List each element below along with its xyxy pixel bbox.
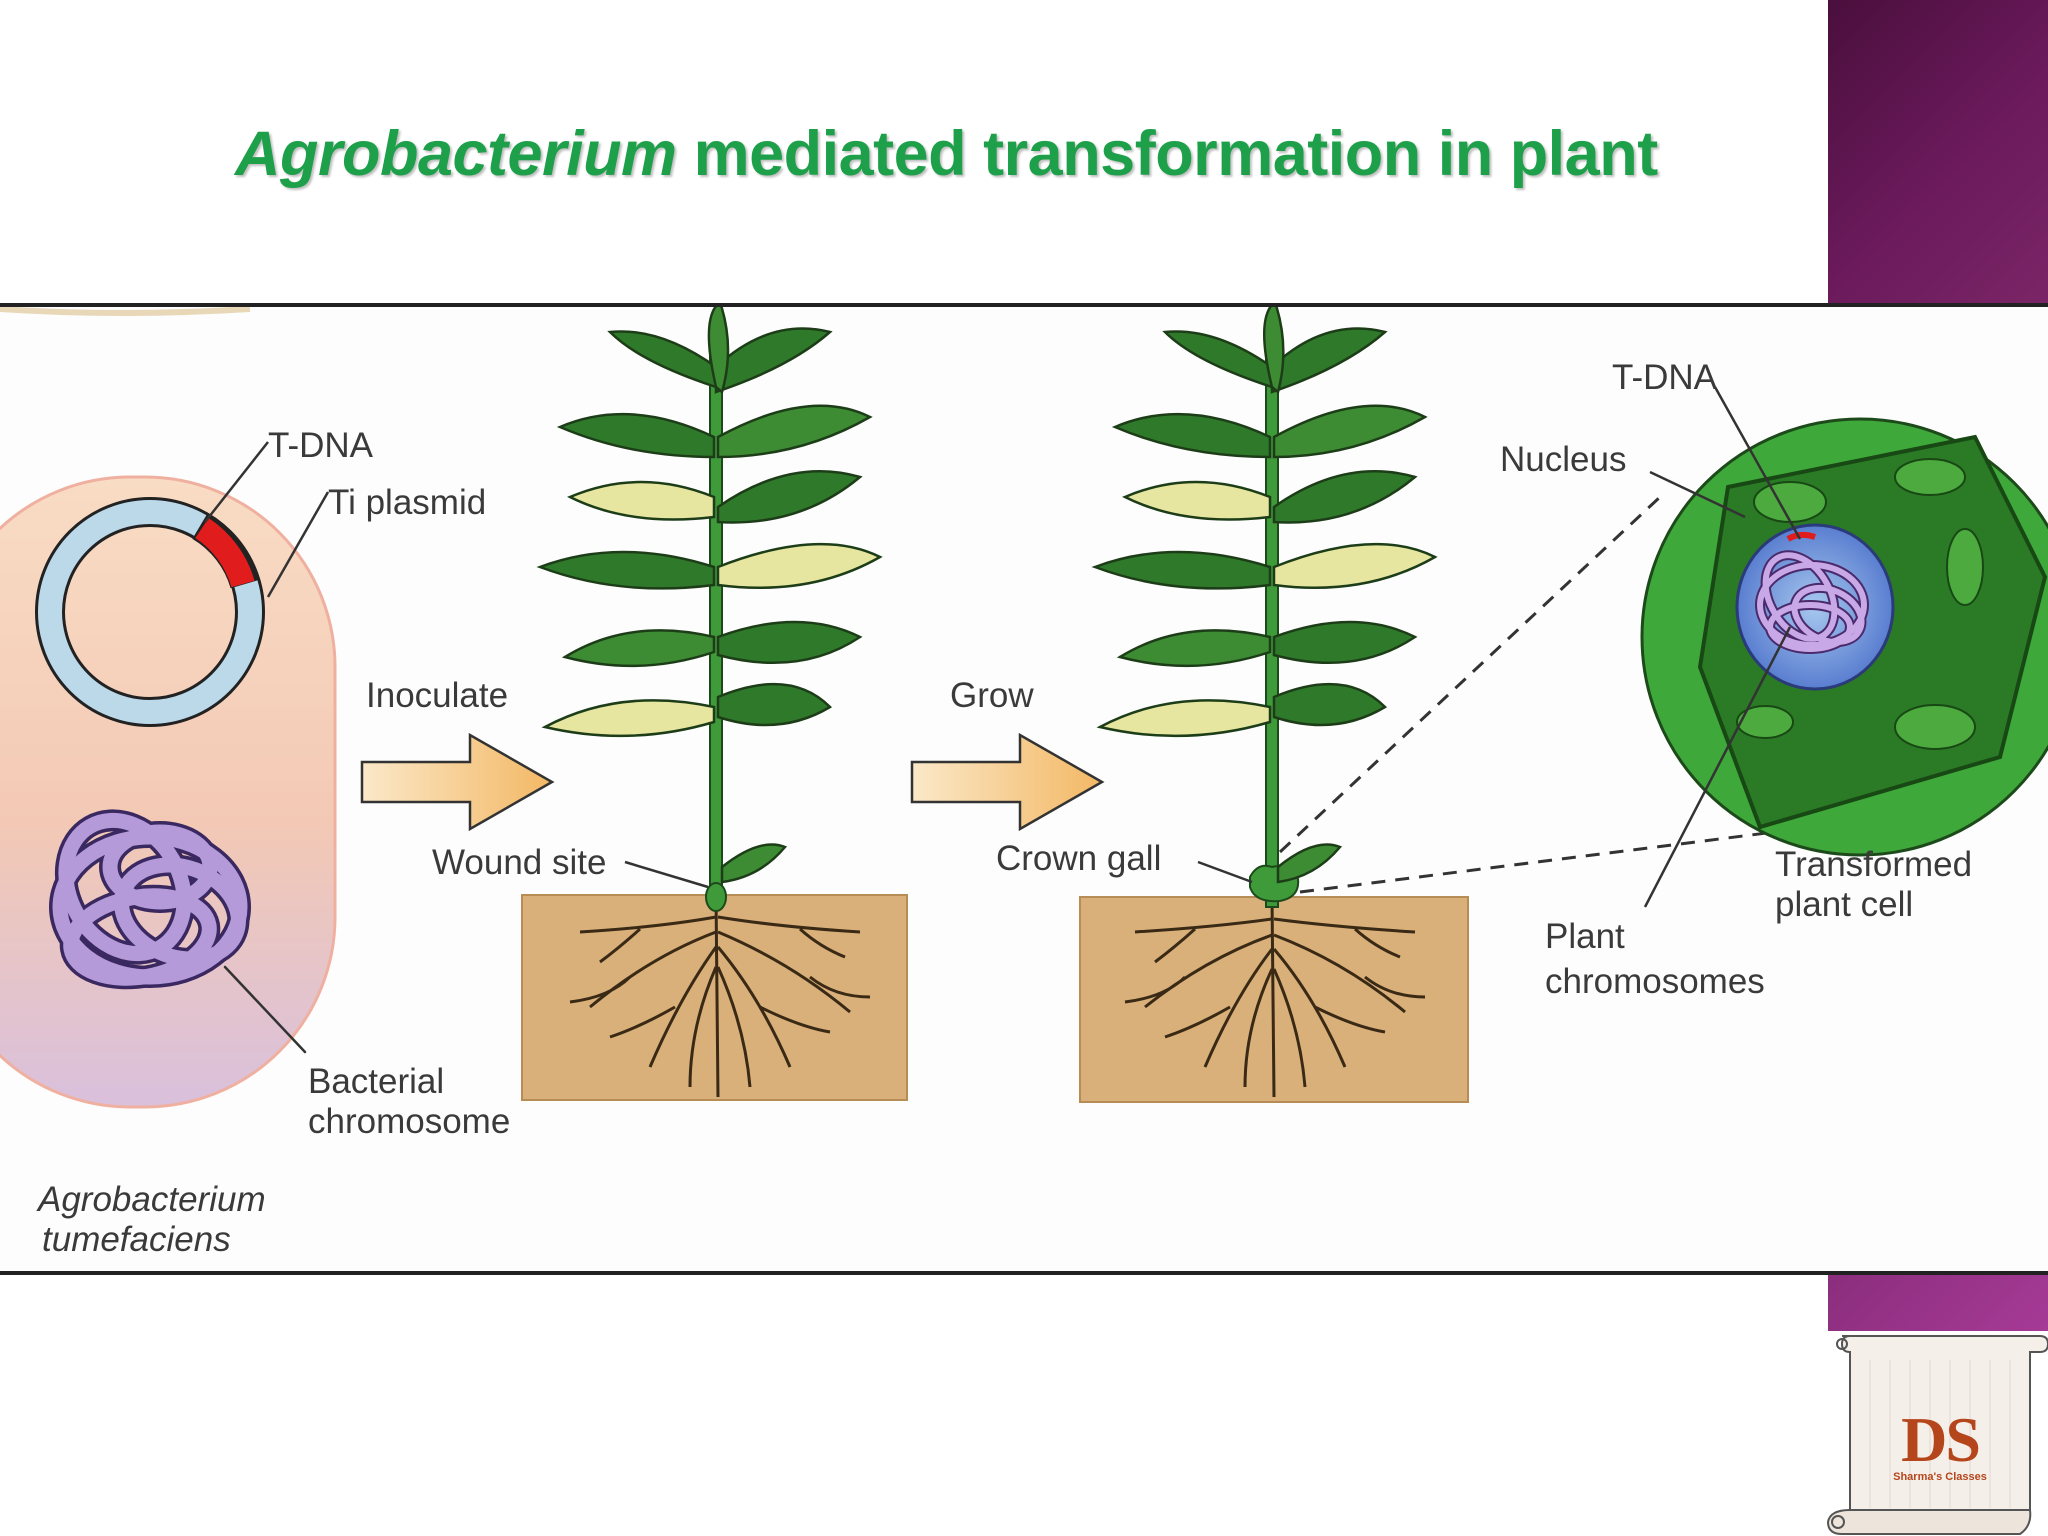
slide-title: Agrobacterium mediated transformation in… [235, 118, 1658, 190]
bacterial-chromosome-tangle [49, 809, 307, 1054]
decorative-band-bottom [1828, 1265, 2048, 1331]
brand-logo-scroll [1826, 1335, 2048, 1535]
integrated-tdna [1786, 531, 1816, 542]
label-grow: Grow [950, 676, 1034, 715]
label-transformed-line2: plant cell [1775, 885, 1914, 924]
label-inoculate: Inoculate [366, 676, 509, 715]
label-plant-chromosomes-line2: chromosomes [1545, 962, 1765, 1001]
diagram-illustration [0, 307, 2048, 1109]
label-organism-line2: tumefaciens [42, 1220, 231, 1259]
diagram-panel: T-DNA Ti plasmid Inoculate Grow Wound si… [0, 303, 2048, 1275]
title-italic: Agrobacterium [235, 119, 677, 189]
label-tdna-right: T-DNA [1612, 358, 1717, 397]
label-plant-chromosomes-line1: Plant [1545, 917, 1625, 956]
label-nucleus: Nucleus [1500, 440, 1627, 479]
logo-subtitle: Sharma's Classes [1893, 1471, 1987, 1483]
soil-block [521, 894, 908, 1101]
label-ti-plasmid: Ti plasmid [328, 483, 487, 522]
logo-initials: DS [1901, 1404, 1981, 1475]
label-wound-site: Wound site [432, 843, 607, 882]
grown-plant-with-gall [1079, 307, 1469, 1103]
transformed-plant-cell [1640, 386, 2048, 908]
label-crown-gall: Crown gall [996, 839, 1162, 878]
label-bacterial-chromosome-line2: chromosome [308, 1102, 511, 1141]
corner-decoration [0, 307, 251, 316]
inoculate-arrow [360, 732, 555, 832]
decorative-band-top [1828, 0, 2048, 305]
label-transformed-line1: Transformed [1775, 845, 1973, 884]
label-organism-line1: Agrobacterium [38, 1180, 266, 1219]
label-tdna-left: T-DNA [268, 426, 373, 465]
label-bacterial-chromosome-line1: Bacterial [308, 1062, 445, 1101]
ti-plasmid-diagram [35, 441, 330, 727]
title-rest: mediated transformation in plant [676, 119, 1659, 189]
grow-arrow [910, 732, 1105, 832]
inoculated-plant [521, 307, 908, 1101]
zoom-indicator-lines [1278, 495, 1831, 894]
